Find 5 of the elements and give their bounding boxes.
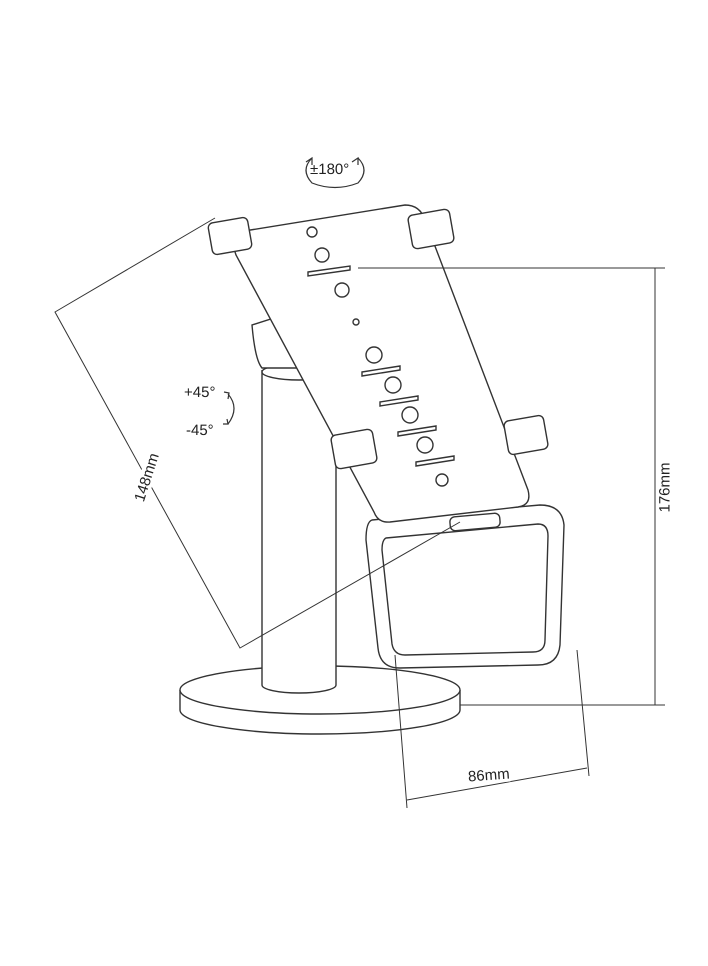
dimension-label: 176mm: [658, 462, 673, 513]
tilt-label: +45°: [184, 385, 216, 400]
tilt-label: -45°: [186, 423, 214, 438]
rotation-label: ±180°: [310, 162, 350, 177]
dimension-label: 148mm: [132, 451, 162, 504]
